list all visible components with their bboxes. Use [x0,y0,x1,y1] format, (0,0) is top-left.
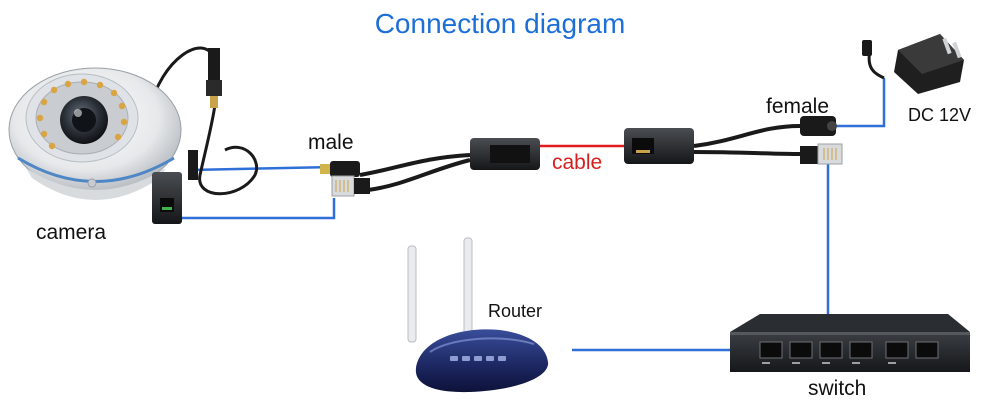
router-label: Router [488,301,543,321]
camera-to-male-wire [189,165,335,172]
female-label: female [766,95,830,118]
camera-port-to-male-wire [176,198,336,220]
cable-label: cable [552,151,603,174]
dc-voltage-label: DC 12V [908,105,972,125]
poe-female-connector [624,116,843,165]
male-label: male [308,131,354,154]
diagram-title: Connection diagram [374,8,626,39]
switch-label: switch [808,377,867,400]
dc-power-adapter [862,34,964,94]
switch-ports [759,341,939,359]
poe-male-connector [320,138,540,197]
wifi-router [407,237,549,393]
dome-camera [8,46,258,224]
camera-label: camera [36,221,107,244]
network-switch [730,314,970,372]
dc-to-female-wire [832,78,886,128]
